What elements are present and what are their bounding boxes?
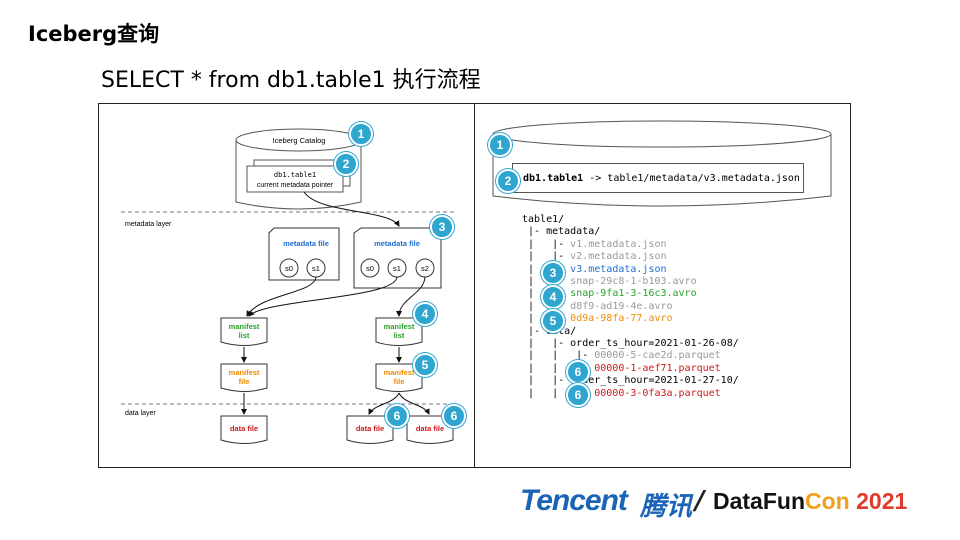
pointer-line2: current metadata pointer	[257, 182, 334, 189]
tencent-logo: Tencent	[520, 484, 628, 517]
tree-line-prefix: |- metadata/	[522, 226, 601, 238]
tree-file-name: 00000-1-aef71.parquet	[594, 362, 721, 374]
tree-line: | |- order_ts_hour=2021-01-26-08/	[522, 338, 739, 350]
pointer-box	[246, 165, 344, 193]
tree-badge-6a: 6	[566, 360, 590, 384]
db-name: db1.table1	[523, 173, 584, 184]
data-file-mid	[346, 415, 394, 444]
step-badge-3: 3	[430, 215, 454, 239]
tree-badge-3: 3	[541, 261, 565, 285]
data-file-left-label: data file	[230, 424, 258, 433]
catalog-label: Iceberg Catalog	[273, 136, 326, 145]
pointer-line1: db1.table1	[274, 171, 316, 179]
data-file-mid-label: data file	[356, 424, 384, 433]
tree-line: table1/	[522, 214, 739, 226]
step-badge-6b: 6	[442, 404, 466, 428]
tree-file-name: d8f9-ad19-4e.avro	[570, 300, 673, 312]
catalog-pointer-line: db1.table1 -> table1/metadata/v3.metadat…	[512, 163, 804, 193]
tree-badge-4: 4	[541, 285, 565, 309]
manifest-file-right-l1: manifest	[384, 368, 415, 377]
manifest-list-left-l1: manifest	[229, 322, 260, 331]
manifest-list-left	[220, 317, 268, 346]
tree-line: | |- v2.metadata.json	[522, 251, 739, 263]
step-badge-1: 1	[349, 122, 373, 146]
s1-arrow-b	[248, 276, 398, 317]
tree-badge-1: 1	[488, 133, 512, 157]
tree-badge-6b: 6	[566, 383, 590, 407]
manifest-file-right-l2: file	[394, 377, 405, 386]
manifest-list-right-l2: list	[394, 331, 405, 340]
storage-cylinder	[492, 120, 832, 207]
tree-file-name: 00000-5-cae2d.parquet	[594, 350, 721, 362]
tree-file-name: snap-9fa1-3-16c3.avro	[570, 288, 697, 300]
step-badge-2: 2	[334, 152, 358, 176]
tree-line-prefix: | |- order_ts_hour=2021-01-27-10/	[522, 375, 739, 387]
page-title: Iceberg查询	[28, 22, 160, 46]
tree-file-name: v3.metadata.json	[570, 263, 667, 275]
tree-line: |- metadata/	[522, 226, 739, 238]
tree-badge-5: 5	[541, 309, 565, 333]
manifest-file-left	[220, 363, 268, 392]
metadata-file-b	[353, 227, 442, 289]
architecture-diagram: Iceberg Catalog db1.table1 current metad…	[121, 128, 454, 444]
tree-line-prefix: | | |-	[522, 350, 595, 362]
iceberg-architecture-panel: Iceberg Catalog db1.table1 current metad…	[98, 103, 475, 468]
manifest-file-left-l1: manifest	[229, 368, 260, 377]
manifest-list-right	[375, 317, 423, 346]
tree-line: | | |- 00000-1-aef71.parquet	[522, 363, 739, 375]
tree-badge-2: 2	[496, 169, 520, 193]
tree-file-name: 00000-3-0fa3a.parquet	[594, 387, 721, 399]
file-tree: table1/ |- metadata/ | |- v1.metadata.js…	[522, 214, 739, 400]
manifest-list-left-l2: list	[239, 331, 250, 340]
logo-separator: /	[695, 486, 705, 516]
step-badge-5: 5	[413, 353, 437, 377]
tree-line: | | |- 00000-5-cae2d.parquet	[522, 350, 739, 362]
footer-logo: Tencent 腾讯 / DataFunCon 2021	[520, 484, 940, 522]
step-badge-4: 4	[413, 302, 437, 326]
snapshot-a-s1: s1	[312, 264, 320, 273]
manifest-file-left-l2: file	[239, 377, 250, 386]
snapshot-a-s0: s0	[285, 264, 293, 273]
pointer-arrow	[303, 191, 400, 227]
datafuncon-logo: DataFunCon 2021	[713, 488, 908, 514]
data-file-left	[220, 415, 268, 444]
tree-file-name: 0d9a-98fa-77.avro	[570, 313, 673, 325]
tree-line-prefix: | |- order_ts_hour=2021-01-26-08/	[522, 338, 739, 350]
data-file-right-label: data file	[416, 424, 444, 433]
snapshot-b-s0: s0	[366, 264, 374, 273]
tencent-cn-logo: 腾讯	[640, 492, 693, 522]
metadata-file-a-label: metadata file	[283, 239, 329, 248]
data-layer-label: data layer	[125, 410, 156, 417]
tree-line-prefix: | |-	[522, 251, 571, 263]
page-subtitle: SELECT * from db1.table1 执行流程	[101, 68, 481, 93]
tree-line: | |- v1.metadata.json	[522, 239, 739, 251]
manifest-list-right-l1: manifest	[384, 322, 415, 331]
metadata-file-b-label: metadata file	[374, 239, 420, 248]
metadata-file-a	[268, 227, 340, 281]
tree-line-prefix: table1/	[522, 214, 565, 225]
tree-file-name: snap-29c8-1-b103.avro	[570, 276, 697, 288]
tree-line-prefix: | |-	[522, 238, 571, 250]
tree-line-prefix: |- data/	[528, 325, 577, 337]
data-file-right	[406, 415, 454, 444]
snapshot-b-s2: s2	[421, 264, 429, 273]
step-badge-6a: 6	[385, 404, 409, 428]
tree-line: |- data/	[522, 326, 739, 338]
snapshot-b-s1: s1	[393, 264, 401, 273]
tree-file-name: v1.metadata.json	[570, 238, 667, 250]
s2-arrow	[396, 276, 426, 317]
file-layout-panel: db1.table1 -> table1/metadata/v3.metadat…	[474, 103, 851, 468]
manifest-file-right	[375, 363, 423, 392]
s1-arrow-a	[246, 276, 317, 317]
metadata-layer-label: metadata layer	[125, 221, 172, 228]
tree-file-name: v2.metadata.json	[570, 251, 667, 263]
db-path: -> table1/metadata/v3.metadata.json	[583, 173, 800, 184]
tree-line: | | |- 00000-3-0fa3a.parquet	[522, 388, 739, 400]
tree-line: | |- order_ts_hour=2021-01-27-10/	[522, 375, 739, 387]
